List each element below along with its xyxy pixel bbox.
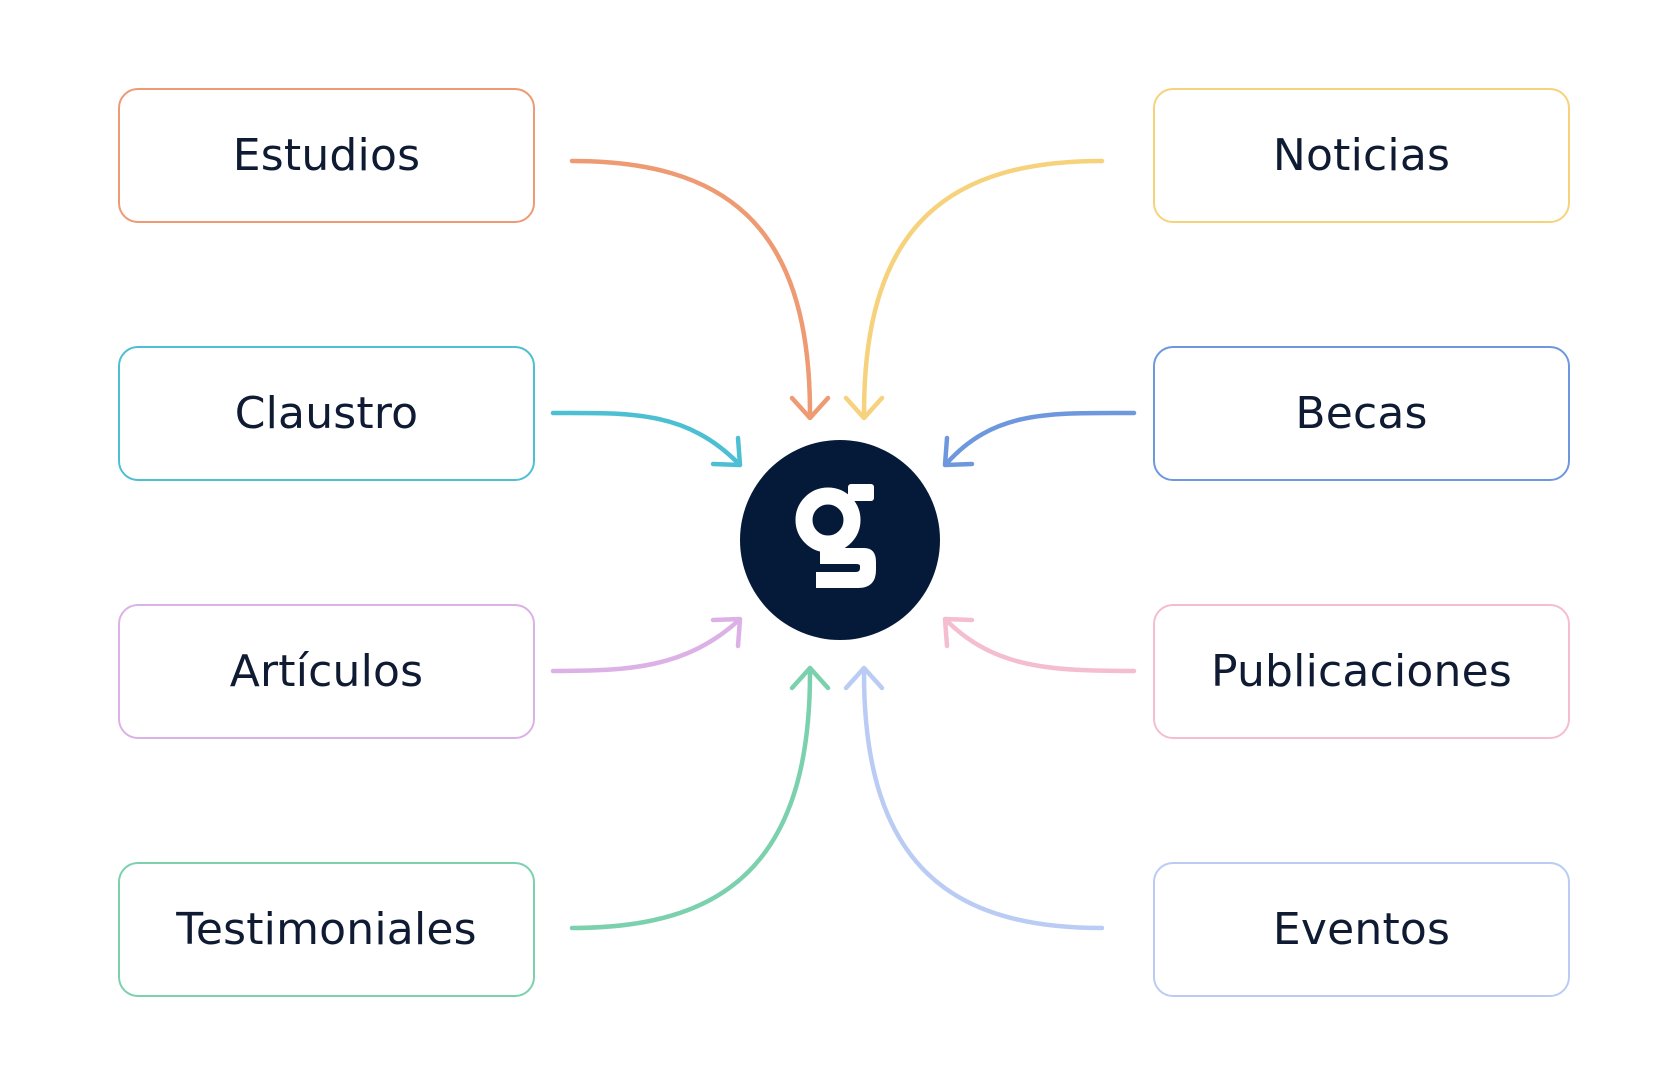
node-label: Artículos	[229, 646, 424, 697]
node-noticias: Noticias	[1153, 88, 1570, 223]
g-logo-icon	[795, 484, 876, 588]
node-articulos: Artículos	[118, 604, 535, 739]
arrow-noticias	[843, 158, 1105, 421]
arrow-eventos	[843, 665, 1105, 931]
node-label: Claustro	[234, 388, 419, 439]
node-label: Becas	[1295, 388, 1428, 439]
node-publicaciones: Publicaciones	[1153, 604, 1570, 739]
arrow-estudios	[569, 158, 831, 421]
arrow-publicaciones	[942, 616, 1137, 674]
arrow-testimoniales	[569, 665, 831, 931]
arrow-articulos	[550, 616, 743, 674]
hub-logo	[740, 440, 940, 640]
node-label: Eventos	[1272, 904, 1451, 955]
node-testimoniales: Testimoniales	[118, 862, 535, 997]
node-label: Noticias	[1272, 130, 1451, 181]
arrow-becas	[942, 410, 1137, 468]
node-label: Estudios	[232, 130, 421, 181]
node-label: Publicaciones	[1211, 646, 1512, 697]
node-becas: Becas	[1153, 346, 1570, 481]
node-claustro: Claustro	[118, 346, 535, 481]
node-eventos: Eventos	[1153, 862, 1570, 997]
arrow-claustro	[550, 410, 743, 468]
node-label: Testimoniales	[176, 904, 477, 955]
node-estudios: Estudios	[118, 88, 535, 223]
